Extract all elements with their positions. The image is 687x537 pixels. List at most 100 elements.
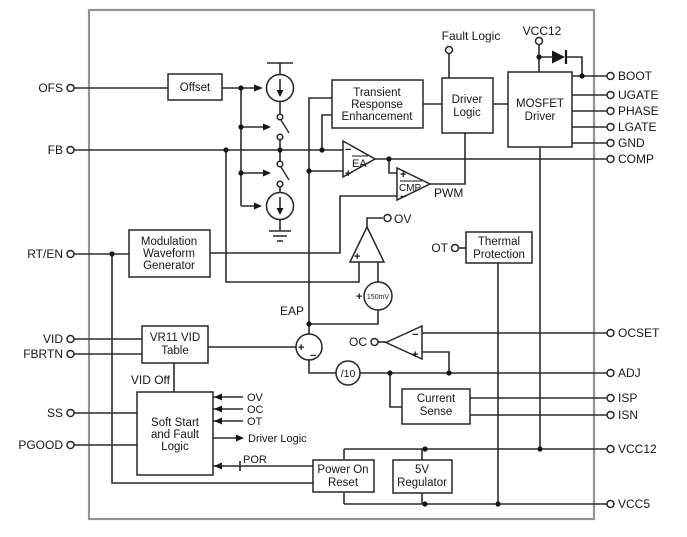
ov-plus-sign: +	[354, 251, 360, 263]
block-vid-l1: VR11 VID	[150, 332, 200, 344]
pin-isp-label: ISP	[618, 391, 637, 405]
switch1-lever	[280, 119, 290, 134]
wire-ramp-to-cmp	[210, 195, 397, 254]
ss-driver-logic-arrow	[236, 434, 244, 442]
block-5v-l2: Regulator	[397, 477, 447, 489]
pin-fb-terminal	[66, 145, 75, 155]
block-current-sense	[401, 388, 471, 425]
ot-node-terminal	[450, 243, 460, 253]
block-mosfet-driver	[507, 71, 573, 148]
ea-plus-sign: +	[345, 168, 351, 180]
boot-diode	[552, 50, 565, 64]
blocks: Offset Transient Response Enhancement Dr…	[128, 71, 573, 494]
block-tre-l1: Transient	[353, 87, 401, 99]
fault-logic-label: Fault Logic	[442, 29, 501, 43]
block-ssl-l2: and Fault	[151, 429, 200, 441]
ov-comparator	[348, 225, 386, 263]
block-tp-l2: Protection	[473, 249, 525, 261]
block-ssl-l1: Soft Start	[151, 417, 200, 429]
divide-by-10	[335, 360, 361, 386]
ov-node-label: OV	[394, 212, 411, 226]
cmp-label: CMP	[399, 183, 422, 194]
pin-pgood-label: PGOOD	[18, 438, 63, 452]
pin-pgood-terminal	[66, 440, 75, 450]
ea-amplifier	[342, 139, 377, 179]
pin-ugate-terminal	[606, 90, 615, 100]
pin-vcc12-label: VCC12	[618, 442, 657, 456]
block-soft-start	[136, 391, 214, 476]
cmp-plus-sign: +	[400, 169, 406, 181]
offset-switch-lower	[276, 160, 290, 188]
analog-symbols: − EA + + CMP − PWM + − +	[265, 50, 568, 386]
wire-oc-plus	[422, 351, 450, 373]
oc-node-terminal	[370, 337, 379, 347]
oc-comparator	[384, 324, 423, 361]
ss-ot-label: OT	[247, 416, 263, 428]
cmp-minus-sign: −	[400, 191, 406, 203]
source-150mv-sign: +	[356, 291, 362, 303]
ground-symbol	[269, 230, 291, 242]
block-offset-label: Offset	[180, 82, 211, 94]
block-cs-l2: Sense	[420, 406, 453, 418]
block-por-l1: Power On	[317, 464, 368, 476]
block-tre-l2: Response	[351, 99, 403, 111]
pin-rten-label: RT/EN	[27, 247, 63, 261]
switch2-contact-bottom	[276, 180, 284, 188]
block-mwg-l1: Modulation	[141, 236, 197, 248]
offset-arrow-1	[254, 84, 263, 92]
arrowheads	[214, 84, 271, 470]
pin-comp-terminal	[606, 154, 615, 164]
wires	[74, 45, 607, 505]
pin-vcc5-terminal	[606, 499, 615, 509]
offset-arrow-2	[263, 123, 271, 131]
pin-ss-terminal	[66, 408, 75, 418]
block-driver-logic	[441, 77, 494, 134]
switch1-contact-bottom	[276, 133, 284, 141]
block-transient-response	[331, 79, 424, 129]
block-thermal-protection	[465, 231, 533, 264]
ss-oc-arrow	[214, 405, 222, 413]
pin-ocset-terminal	[606, 328, 615, 338]
wire-offset-branch	[240, 88, 263, 207]
block-offset	[167, 73, 223, 101]
block-mwg-l3: Generator	[143, 260, 195, 272]
offset-arrow-3	[263, 169, 271, 177]
pin-gnd-terminal	[606, 138, 615, 148]
ss-ot-arrow	[214, 417, 222, 425]
wire-rten-to-por	[111, 254, 313, 484]
switch2-lever	[280, 166, 290, 181]
wire-sum-to-div10	[308, 360, 336, 374]
pin-phase-terminal	[606, 106, 615, 116]
block-vid-l2: Table	[161, 345, 189, 357]
pin-isp-terminal	[606, 393, 615, 403]
pin-phase-label: PHASE	[618, 104, 659, 118]
source-150mv-value: 150mV	[367, 294, 390, 301]
vcc12-top-label: VCC12	[523, 24, 562, 38]
pin-ofs-terminal	[66, 83, 75, 93]
sum-minus-sign: −	[310, 350, 316, 362]
pin-lgate-terminal	[606, 122, 615, 132]
pin-boot-label: BOOT	[618, 69, 653, 83]
ea-minus-sign: −	[345, 144, 351, 156]
wire-tre-tap1	[308, 97, 332, 334]
left-pins: OFS FB RT/EN VID FBRTN SS PGOOD	[18, 81, 75, 452]
block-por-l2: Reset	[328, 477, 359, 489]
ss-oc-label: OC	[247, 404, 264, 416]
offset-arrow-4	[254, 202, 262, 210]
pin-ocset-label: OCSET	[618, 326, 660, 340]
div10-label: /10	[341, 368, 356, 380]
block-cs-l1: Current	[417, 393, 456, 405]
wire-tre-tap2	[321, 114, 332, 150]
pin-comp-label: COMP	[618, 152, 654, 166]
block-power-on-reset	[312, 459, 375, 493]
pin-fbrtn-terminal	[66, 349, 75, 359]
pin-vid-label: VID	[43, 332, 63, 346]
pwm-label: PWM	[434, 186, 463, 200]
pin-vcc5-label: VCC5	[618, 497, 650, 511]
block-md-l2: Driver	[525, 111, 556, 123]
vcc12-top-terminal	[534, 36, 544, 46]
fault-logic-terminal	[444, 45, 454, 55]
pin-ss-label: SS	[47, 406, 63, 420]
pin-fb-label: FB	[48, 143, 63, 157]
block-5v-regulator	[392, 459, 453, 494]
